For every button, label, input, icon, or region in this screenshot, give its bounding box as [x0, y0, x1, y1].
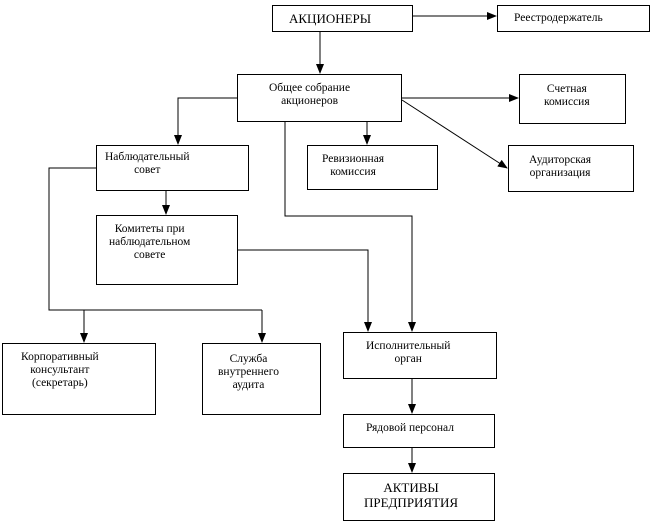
- node-audit-commission: Ревизионная комиссия: [307, 145, 438, 190]
- node-audit-organization: Аудиторская организация: [508, 145, 634, 192]
- node-shareholders: АКЦИОНЕРЫ: [272, 5, 413, 32]
- node-counting-commission: Счетная комиссия: [519, 74, 626, 124]
- node-rank-and-file-staff: Рядовой персонал: [343, 414, 495, 448]
- node-general-meeting: Общее собрание акционеров: [237, 74, 402, 122]
- node-executive-body: Исполнительный орган: [343, 332, 497, 379]
- arrow-meeting-auditor: [401, 99, 508, 169]
- node-registrar: Реестродержатель: [497, 5, 650, 32]
- arrow-meeting-executive: [284, 122, 416, 332]
- node-corporate-consultant: Корпоративный консультант (секретарь): [2, 343, 156, 415]
- node-board-committees: Комитеты при наблюдательном совете: [96, 215, 238, 285]
- node-enterprise-assets: АКТИВЫ ПРЕДПРИЯТИЯ: [343, 473, 495, 521]
- arrow-committees-executive: [238, 249, 372, 332]
- node-internal-audit: Служба внутреннего аудита: [202, 343, 321, 415]
- line-board-left-trunk: [48, 167, 262, 311]
- node-supervisory-board: Наблюдательный совет: [96, 145, 249, 191]
- arrow-meeting-board: [174, 97, 237, 145]
